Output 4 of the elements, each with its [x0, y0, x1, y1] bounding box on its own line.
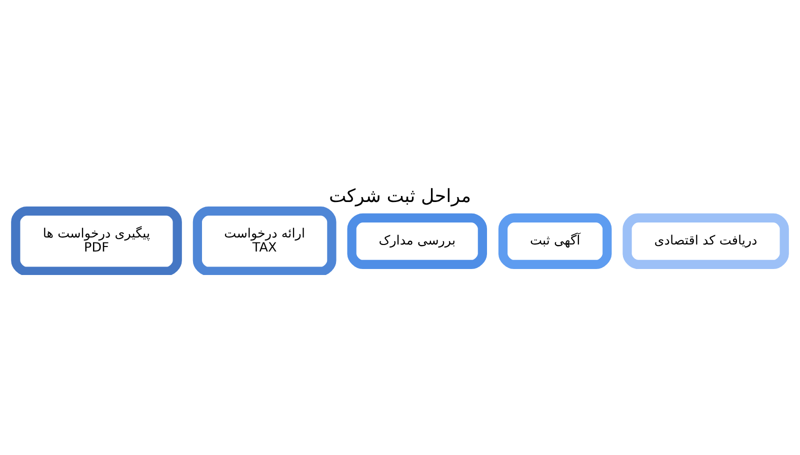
node-box: آگهی ثبت — [498, 213, 612, 270]
node-box: دریافت کد اقتصادی — [622, 213, 789, 270]
diagram-title: مراحل ثبت شرکت — [328, 186, 472, 207]
node-box: بررسی مدارک — [347, 213, 487, 270]
